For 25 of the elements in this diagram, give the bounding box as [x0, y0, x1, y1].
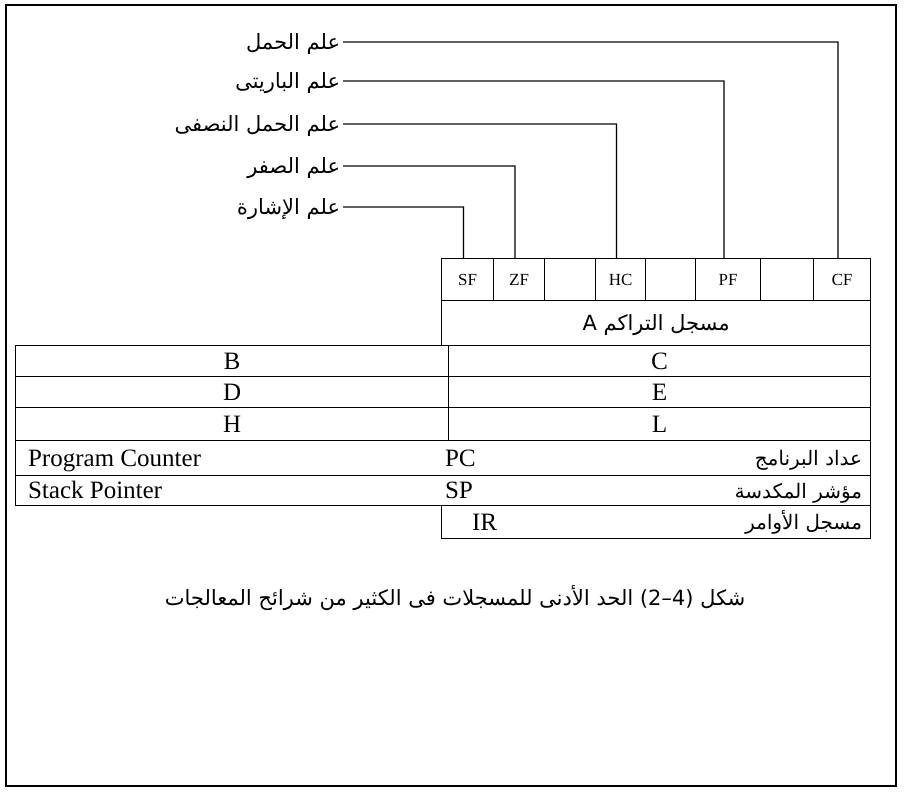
register-name: Stack Pointer — [28, 476, 162, 505]
register-row — [15, 440, 871, 476]
leader-line — [343, 41, 839, 258]
register-name: مسجل الأوامر — [745, 508, 862, 536]
register-row — [15, 475, 871, 506]
flag-label: علم الباريتى — [235, 67, 340, 95]
flag-label: علم الحمل النصفى — [174, 110, 340, 138]
flag-cell: CF — [813, 258, 871, 301]
leader-line — [343, 165, 516, 258]
leader-line — [343, 123, 618, 258]
flag-label: علم الحمل — [246, 28, 340, 56]
accumulator-register: مسجل التراكم A — [441, 300, 871, 346]
leader-line — [343, 206, 464, 258]
register-row — [441, 505, 871, 539]
register-name: عداد البرنامج — [754, 445, 862, 472]
leader-line — [343, 80, 725, 258]
flag-label: علم الصفر — [247, 152, 340, 180]
flag-cell: SF — [441, 258, 494, 301]
figure-caption: شكل (4–2) الحد الأدنى للمسجلات فى الكثير من شرائح المعالجات — [164, 586, 746, 610]
register-name: SP — [445, 476, 473, 505]
register-name: IR — [472, 508, 497, 538]
register-name: مؤشر المكدسة — [734, 478, 862, 505]
register-name: Program Counter — [28, 444, 201, 474]
flag-label: علم الإشارة — [236, 193, 340, 221]
register-name: PC — [445, 444, 476, 474]
